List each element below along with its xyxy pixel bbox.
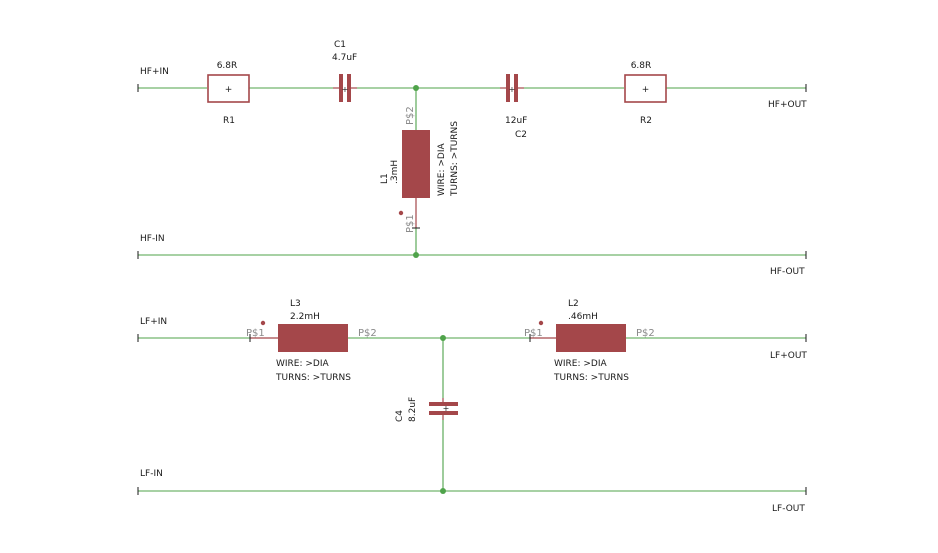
resistor-r1-body	[207, 74, 250, 103]
inductor-l2-body	[556, 324, 626, 352]
port-label-lf-neg-in: LF-IN	[140, 469, 163, 479]
inductor-l3-name: L3	[290, 299, 301, 309]
inductor-l2-value: .46mH	[568, 312, 598, 322]
port-label-hf-neg-out: HF-OUT	[770, 267, 805, 277]
port-label-lf-neg-out: LF-OUT	[772, 504, 805, 514]
capacitor-c4[interactable]: + C4 8.2uF	[395, 397, 458, 422]
capacitor-c2[interactable]: + 12uF C2	[500, 74, 527, 140]
inductor-l2-turns: TURNS: >TURNS	[553, 373, 629, 383]
resistor-r2[interactable]: + 6.8R R2	[624, 61, 667, 126]
port-label-hf-pos-in: HF+IN	[140, 67, 169, 77]
capacitor-c2-plate-left	[506, 74, 510, 102]
capacitor-c2-plus: +	[509, 85, 516, 94]
port-label-lf-pos-in: LF+IN	[140, 317, 167, 327]
port-label-hf-neg-in: HF-IN	[140, 234, 165, 244]
capacitor-c4-plate-bottom	[429, 411, 458, 415]
inductor-l2[interactable]: P$1 P$2 L2 .46mH WIRE: >DIA TURNS: >TURN…	[524, 299, 655, 383]
junction-lf-bottom	[440, 488, 446, 494]
port-label-hf-pos-out: HF+OUT	[768, 100, 807, 110]
inductor-l1-body	[402, 130, 430, 198]
inductor-l3[interactable]: P$1 P$2 L3 2.2mH WIRE: >DIA TURNS: >TURN…	[246, 299, 377, 383]
capacitor-c4-value: 8.2uF	[408, 397, 418, 422]
port-label-lf-pos-out: LF+OUT	[770, 351, 807, 361]
capacitor-c1-name: C1	[334, 40, 346, 50]
resistor-r2-plus: +	[642, 85, 650, 95]
inductor-l3-wire: WIRE: >DIA	[276, 359, 330, 369]
capacitor-c1-plate-left	[339, 74, 343, 102]
inductor-l2-name: L2	[568, 299, 579, 309]
inductor-l3-body	[278, 324, 348, 352]
inductor-l2-pin2-label: P$2	[636, 328, 655, 339]
inductor-l1-turns: TURNS: >TURNS	[450, 121, 460, 197]
inductor-l1-wire: WIRE: >DIA	[437, 142, 447, 196]
resistor-r2-value: 6.8R	[631, 61, 652, 71]
inductor-l3-pin2-label: P$2	[358, 328, 377, 339]
resistor-r1-name: R1	[223, 116, 235, 126]
capacitor-c2-value: 12uF	[505, 116, 527, 126]
resistor-r1-value: 6.8R	[217, 61, 238, 71]
junction-hf-bottom	[413, 252, 419, 258]
inductor-l1-value: .3mH	[390, 160, 400, 184]
capacitor-c1-plus: +	[342, 85, 349, 94]
resistor-r2-name: R2	[640, 116, 652, 126]
capacitor-c4-name: C4	[395, 410, 405, 422]
capacitor-c1-value: 4.7uF	[332, 53, 357, 63]
resistor-r2-body	[624, 74, 667, 103]
capacitor-c1[interactable]: + C1 4.7uF	[332, 40, 357, 102]
capacitor-c4-plate-top	[429, 402, 458, 406]
lf-network: P$1 P$2 L3 2.2mH WIRE: >DIA TURNS: >TURN…	[137, 299, 807, 514]
capacitor-c2-plate-right	[514, 74, 518, 102]
junction-hf-top	[413, 85, 419, 91]
inductor-l1-name: L1	[380, 173, 390, 184]
inductor-l1-pin1-dot	[398, 210, 404, 216]
inductor-l3-pin1-label: P$1	[246, 328, 265, 339]
resistor-r1-plus: +	[225, 85, 233, 95]
inductor-l2-pin1-dot	[538, 320, 544, 326]
inductor-l3-turns: TURNS: >TURNS	[275, 373, 351, 383]
capacitor-c1-plate-right	[347, 74, 351, 102]
hf-network: + 6.8R R1 + C1 4.7uF + 12uF C2 +	[137, 40, 807, 277]
inductor-l2-pin1-label: P$1	[524, 328, 543, 339]
resistor-r1[interactable]: + 6.8R R1	[207, 61, 250, 126]
inductor-l2-wire: WIRE: >DIA	[554, 359, 608, 369]
inductor-l3-value: 2.2mH	[290, 312, 320, 322]
inductor-l1-pin1-label: P$1	[405, 214, 416, 233]
inductor-l1[interactable]: P$2 P$1 L1 .3mH WIRE: >DIA TURNS: >TURNS	[380, 106, 460, 233]
capacitor-c2-name: C2	[515, 130, 527, 140]
inductor-l3-pin1-dot	[260, 320, 266, 326]
capacitor-c4-plus: +	[443, 404, 450, 413]
junction-lf-top	[440, 335, 446, 341]
inductor-l1-pin2-label: P$2	[405, 106, 416, 125]
